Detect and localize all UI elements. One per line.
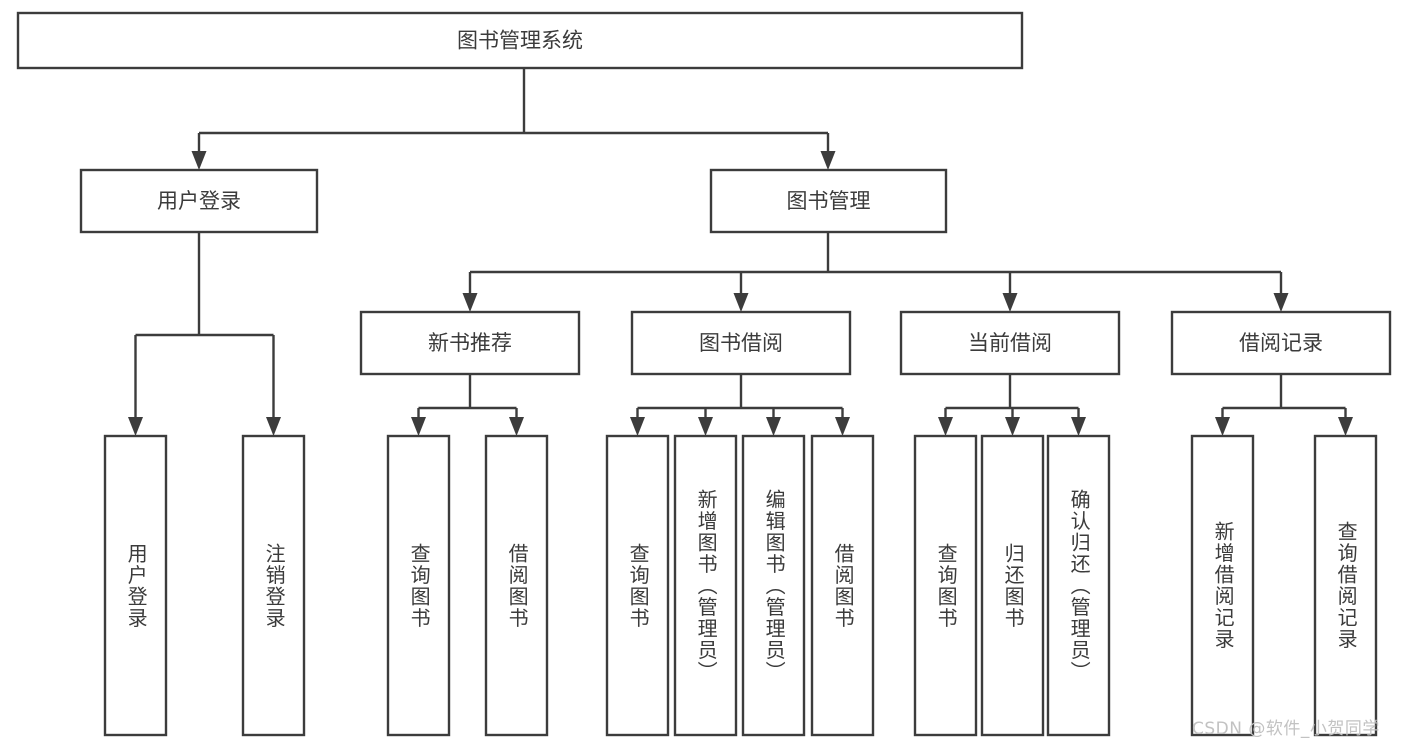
node-current-borrow-label: 当前借阅	[968, 331, 1052, 355]
arrow-head-icon-leaf-query-book-1	[411, 417, 426, 436]
node-current-borrow-box[interactable]	[899, 310, 1121, 376]
connector-layer	[128, 68, 1353, 436]
arrow-head-icon-leaf-edit-book	[766, 417, 781, 436]
node-leaf-borrow-book-2-box[interactable]	[810, 434, 875, 737]
arrow-head-icon-leaf-return-book	[1005, 417, 1020, 436]
node-leaf-query-book-1-box[interactable]	[386, 434, 451, 737]
node-leaf-query-book-2-box[interactable]	[605, 434, 670, 737]
node-leaf-borrow-book-1-box[interactable]	[484, 434, 549, 737]
arrow-head-icon-leaf-borrow-book-1	[509, 417, 524, 436]
arrow-head-icon-leaf-add-record	[1215, 417, 1230, 436]
arrow-head-icon-leaf-confirm-return	[1071, 417, 1086, 436]
node-leaf-logout-box[interactable]	[241, 434, 306, 737]
node-leaf-user-login-box[interactable]	[103, 434, 168, 737]
node-new-book-recommend-box[interactable]	[359, 310, 581, 376]
node-book-manage-label: 图书管理	[787, 189, 871, 213]
node-leaf-confirm-return-box[interactable]	[1046, 434, 1111, 737]
node-leaf-add-record-box[interactable]	[1190, 434, 1255, 737]
arrow-head-icon-new-book-recommend	[462, 293, 478, 312]
arrow-head-icon-leaf-query-book-3	[938, 417, 953, 436]
arrow-head-icon-current-borrow	[1002, 293, 1018, 312]
node-book-borrow-box[interactable]	[630, 310, 852, 376]
arrow-head-icon-leaf-logout	[266, 417, 281, 436]
arrow-head-icon-book-borrow	[733, 293, 749, 312]
arrow-head-icon-leaf-add-book	[698, 417, 713, 436]
node-book-borrow-label: 图书借阅	[699, 331, 783, 355]
arrow-head-icon-leaf-query-book-2	[630, 417, 645, 436]
node-new-book-recommend-label: 新书推荐	[428, 331, 512, 355]
node-leaf-edit-book-box[interactable]	[741, 434, 806, 737]
node-leaf-query-book-3-box[interactable]	[913, 434, 978, 737]
node-borrow-record-label: 借阅记录	[1239, 331, 1323, 355]
node-borrow-record-box[interactable]	[1170, 310, 1392, 376]
box-layer	[16, 11, 1392, 737]
arrow-head-icon-user-login	[191, 151, 207, 170]
arrow-head-icon-leaf-query-record	[1338, 417, 1353, 436]
node-book-manage-box[interactable]	[709, 168, 948, 234]
node-leaf-query-record-box[interactable]	[1313, 434, 1378, 737]
arrow-head-icon-borrow-record	[1273, 293, 1289, 312]
node-leaf-return-book-box[interactable]	[980, 434, 1045, 737]
csdn-watermark: CSDN @软件_小贺同学	[1192, 719, 1380, 739]
node-leaf-add-book-box[interactable]	[673, 434, 738, 737]
arrow-head-icon-book-manage	[820, 151, 836, 170]
arrow-head-icon-leaf-user-login	[128, 417, 143, 436]
node-user-login-box[interactable]	[79, 168, 319, 234]
arrow-head-icon-leaf-borrow-book-2	[835, 417, 850, 436]
node-root-label: 图书管理系统	[457, 29, 583, 53]
node-user-login-label: 用户登录	[157, 189, 241, 213]
node-root-box[interactable]	[16, 11, 1024, 70]
